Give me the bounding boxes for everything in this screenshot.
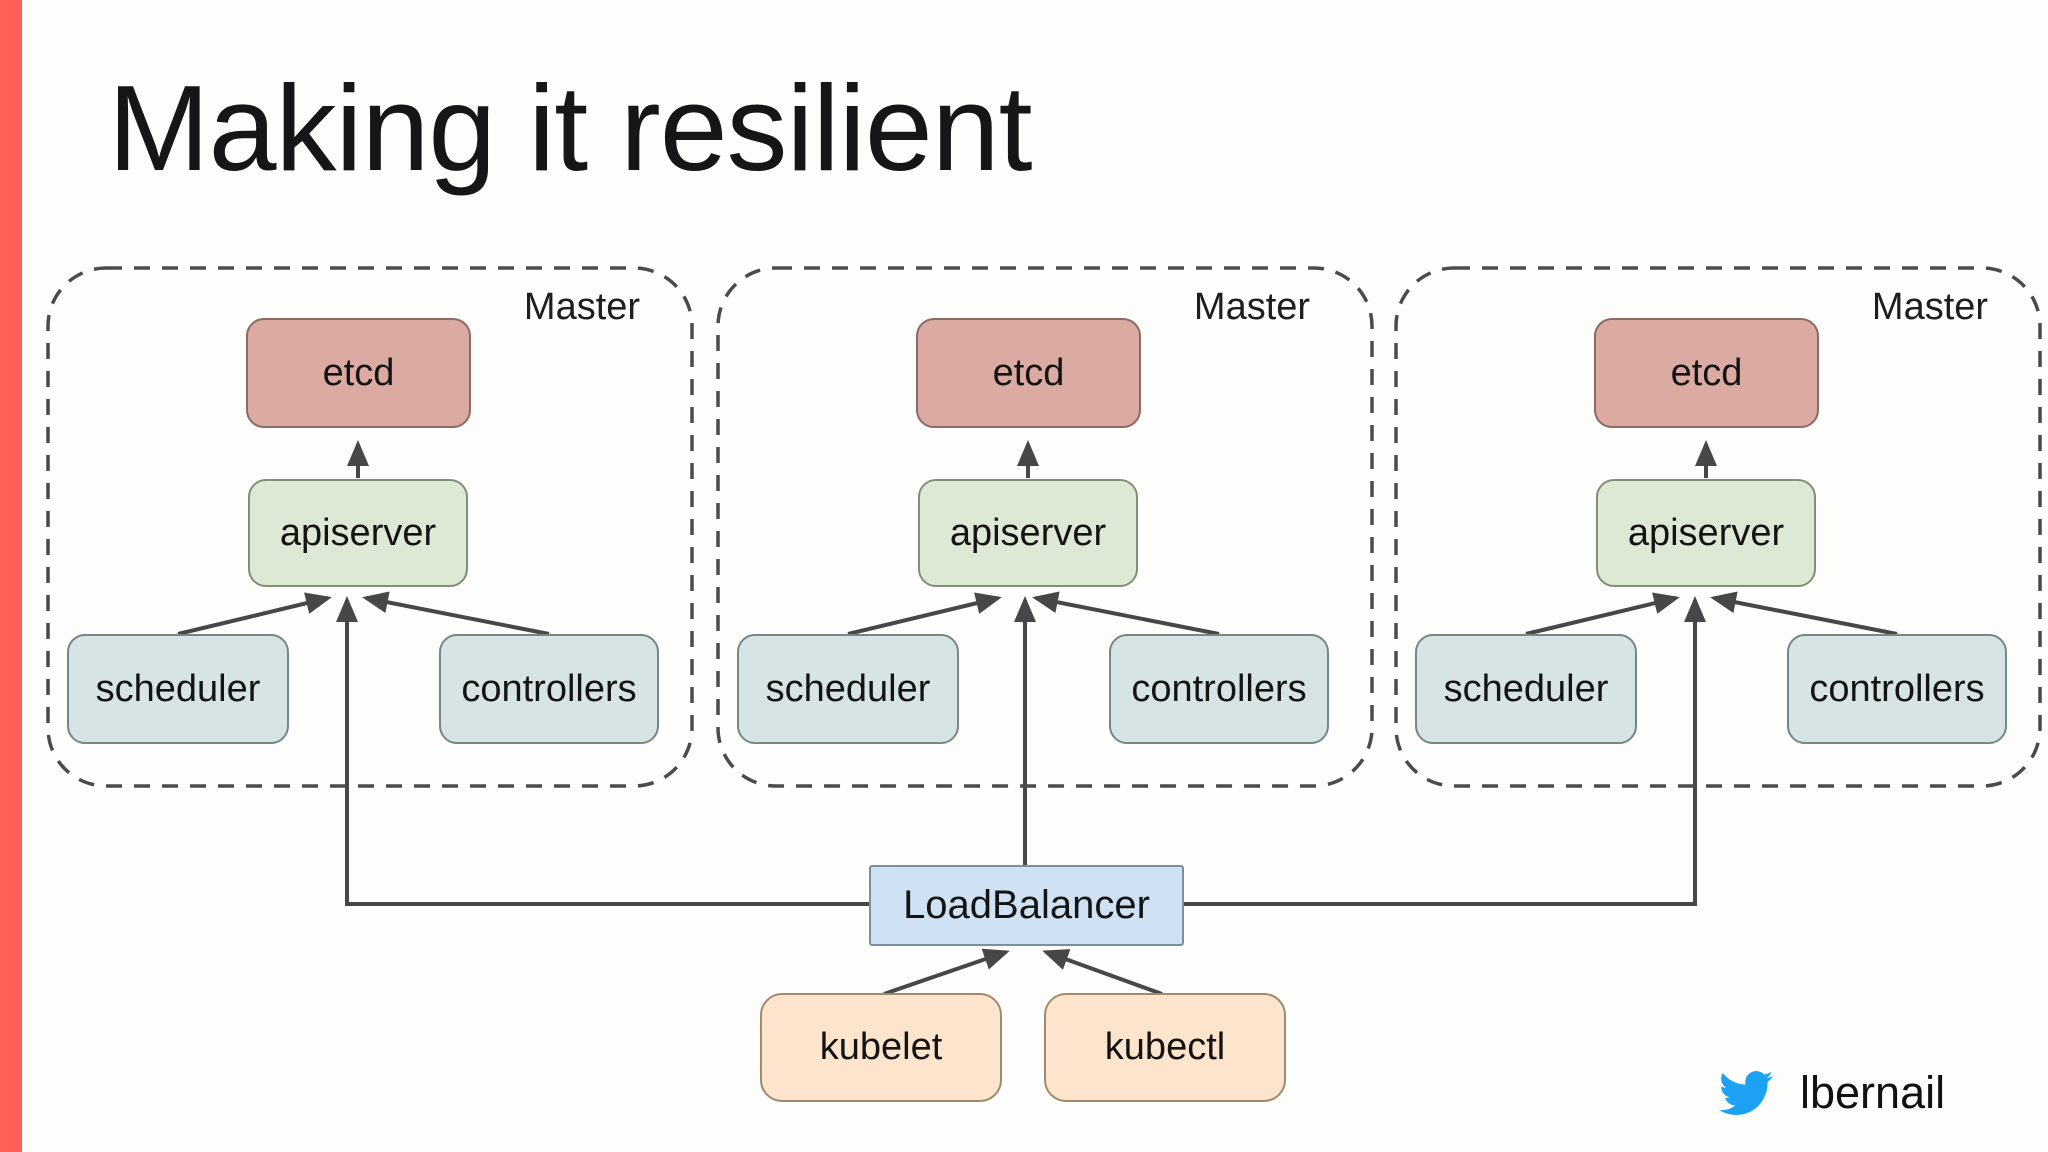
scheduler-node: scheduler: [737, 634, 959, 744]
kubectl-node: kubectl: [1044, 993, 1286, 1102]
edge-controllers-apiserver-3: [1710, 591, 1898, 636]
controllers-node: controllers: [1787, 634, 2007, 744]
slide-title: Making it resilient: [108, 60, 1032, 196]
edge-controllers-apiserver-1: [362, 591, 550, 636]
apiserver-node: apiserver: [1596, 479, 1816, 587]
edge-scheduler-apiserver-3: [1525, 592, 1680, 636]
etcd-node: etcd: [1594, 318, 1819, 428]
master-group-1: Master etcd apiserver scheduler controll…: [48, 268, 692, 786]
edge-controllers-apiserver-2: [1032, 591, 1220, 636]
edge-scheduler-apiserver-2: [847, 592, 1002, 636]
kubelet-node: kubelet: [760, 993, 1002, 1102]
scheduler-node: scheduler: [67, 634, 289, 744]
master-3-dashed-border: [1394, 266, 2042, 788]
master-1-dashed-border: [46, 266, 694, 788]
left-accent-bar: [0, 0, 22, 1152]
etcd-node: etcd: [916, 318, 1141, 428]
controllers-node: controllers: [439, 634, 659, 744]
edge-scheduler-apiserver-1: [177, 592, 332, 636]
apiserver-node: apiserver: [918, 479, 1138, 587]
etcd-node: etcd: [246, 318, 471, 428]
edge-loadbalancer-apiserver-1: [336, 596, 869, 906]
master-label: Master: [523, 286, 641, 328]
loadbalancer-node: LoadBalancer: [869, 865, 1184, 946]
apiserver-node: apiserver: [248, 479, 468, 587]
master-group-3: Master etcd apiserver scheduler controll…: [1396, 268, 2040, 786]
twitter-bird-icon: [1719, 1071, 1773, 1115]
master-label: Master: [1193, 286, 1311, 328]
footer-attribution: lbernail: [1714, 1066, 1945, 1120]
master-group-2: Master etcd apiserver scheduler controll…: [718, 268, 1372, 786]
controllers-node: controllers: [1109, 634, 1329, 744]
scheduler-node: scheduler: [1415, 634, 1637, 744]
edge-kubelet-loadbalancer: [883, 948, 1010, 996]
edge-loadbalancer-apiserver-3: [1184, 596, 1706, 906]
master-label: Master: [1871, 286, 1989, 328]
edge-kubectl-loadbalancer: [1042, 949, 1163, 996]
twitter-handle: lbernail: [1800, 1067, 1946, 1118]
